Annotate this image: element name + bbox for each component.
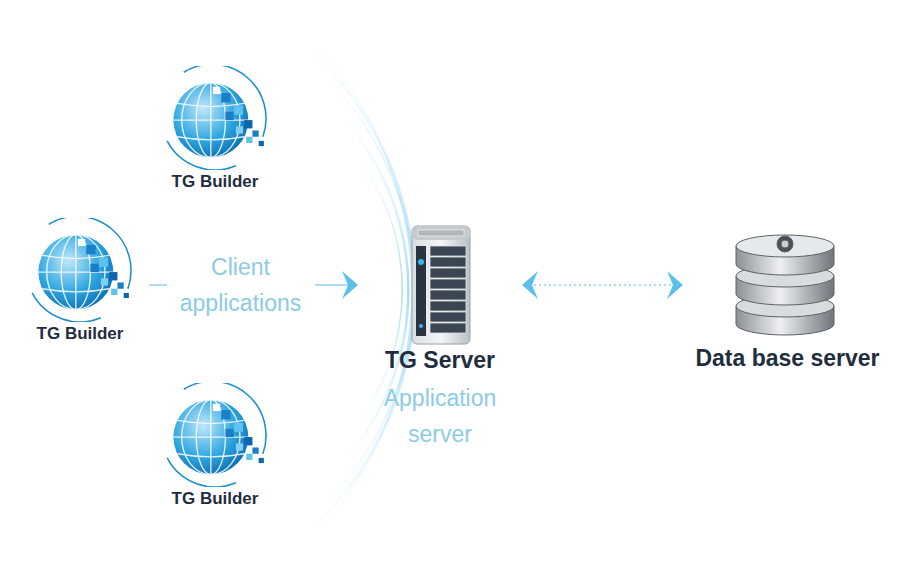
node-title: TG Server: [385, 346, 495, 374]
client-node: TG Builder: [150, 381, 280, 513]
connector-label: Client applications: [167, 247, 315, 323]
arrow-head: [522, 271, 538, 299]
node-title: TG Builder: [172, 168, 259, 196]
client-node: TG Builder: [150, 64, 280, 196]
role-text: Application server: [375, 380, 505, 452]
arrow-head: [667, 271, 683, 299]
node-title: Data base server: [695, 344, 879, 372]
node-title: TG Builder: [172, 485, 259, 513]
client-node: TG Builder: [15, 216, 145, 348]
database-node: Data base server: [685, 226, 890, 372]
connector: [524, 284, 681, 286]
node-title: TG Builder: [37, 320, 124, 348]
server-node: TG ServerApplication server: [360, 222, 520, 452]
arrow-head: [342, 271, 358, 299]
